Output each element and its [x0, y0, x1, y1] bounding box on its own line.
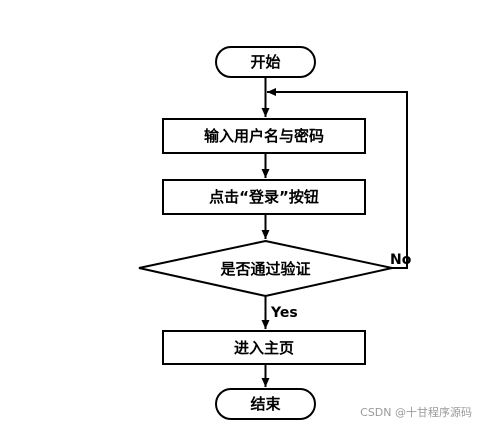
no-branch-label: No	[390, 252, 412, 268]
end-node-label: 结束	[250, 395, 281, 413]
verify-decision-label: 是否通过验证	[219, 260, 310, 278]
enter-home-step	[162, 330, 366, 365]
yes-branch-label: Yes	[270, 305, 298, 321]
click-login-label: 点击“登录”按钮	[209, 188, 319, 206]
watermark: CSDN @十甘程序源码	[360, 406, 472, 419]
end-node	[215, 388, 316, 420]
start-node-label: 开始	[250, 53, 280, 71]
no-branch-loop	[267, 88, 408, 269]
input-credentials-label: 输入用户名与密码	[204, 127, 324, 145]
click-login-step	[162, 179, 366, 215]
enter-home-label: 进入主页	[234, 339, 294, 357]
input-credentials-step	[162, 118, 366, 154]
